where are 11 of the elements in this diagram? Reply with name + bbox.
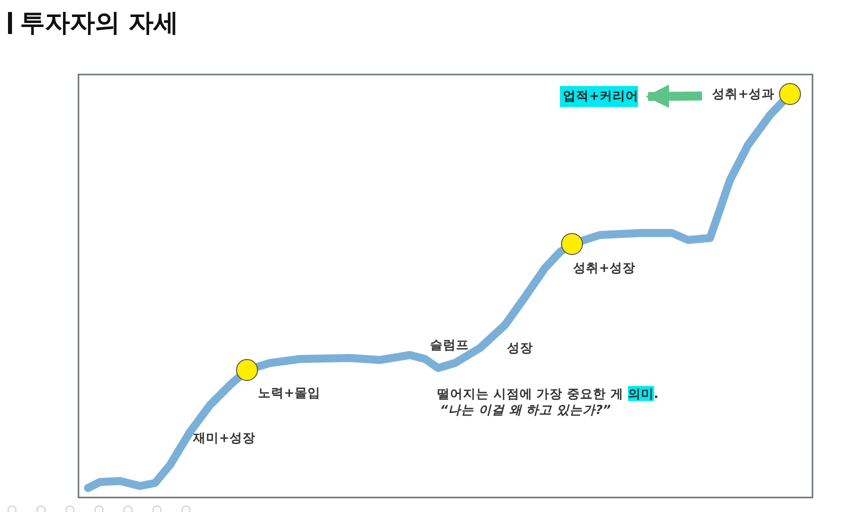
phase-label: 재미+성장 bbox=[193, 430, 256, 447]
milestone-label: 성취+성장 bbox=[573, 260, 636, 277]
quote-text: “나는 이걸 왜 하고 있는가?” bbox=[440, 402, 611, 419]
title: 투자자의 자세 bbox=[20, 7, 179, 39]
highlighted-label: 업적+커리어 bbox=[560, 86, 638, 107]
phase-label: 슬럼프 bbox=[430, 337, 469, 354]
milestone-label: 성취+성과 bbox=[712, 86, 774, 103]
phase-label: 성장 bbox=[507, 340, 533, 357]
arrow bbox=[646, 84, 702, 108]
milestone-label: 노력+몰입 bbox=[258, 385, 320, 402]
note-text: 떨어지는 시점에 가장 중요한 게 의미. bbox=[437, 386, 659, 403]
